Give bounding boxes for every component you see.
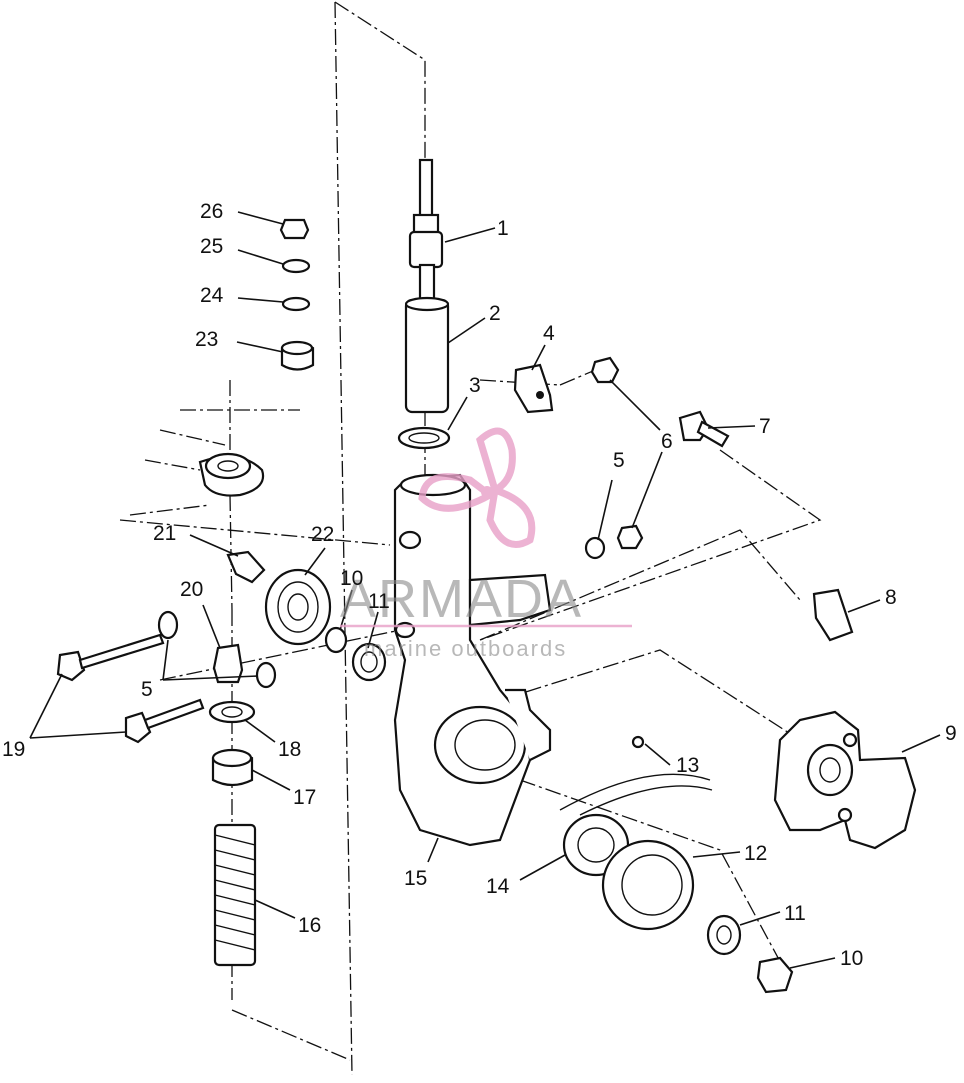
callout-20: 20 <box>180 578 203 601</box>
shock-body-part <box>404 296 450 414</box>
callout-5-left: 5 <box>141 678 153 701</box>
callout-19: 19 <box>2 738 25 761</box>
sensor-part <box>559 735 713 816</box>
watermark: ARMADA marine outboards <box>340 427 632 661</box>
callout-8: 8 <box>885 586 897 609</box>
callout-15: 15 <box>404 867 427 890</box>
caliper-part <box>773 710 917 850</box>
callout-26: 26 <box>200 200 223 223</box>
callout-9: 9 <box>945 722 957 745</box>
callout-23: 23 <box>195 328 218 351</box>
callout-6: 6 <box>661 430 673 453</box>
callout-21: 21 <box>153 522 176 545</box>
fitting-part <box>212 643 244 684</box>
washer-part <box>397 426 451 450</box>
callout-18: 18 <box>278 738 301 761</box>
hub-ring-part <box>601 839 695 931</box>
callout-1: 1 <box>497 217 509 240</box>
nut-10-right-part <box>756 956 794 994</box>
plate-part <box>513 363 554 414</box>
callout-24: 24 <box>200 284 224 307</box>
propeller-logo-icon <box>418 427 536 548</box>
parts <box>56 158 917 994</box>
washer-5-right-part <box>584 536 606 560</box>
callout-14: 14 <box>486 875 510 898</box>
pin-part <box>226 550 266 584</box>
callout-22: 22 <box>311 523 334 546</box>
callout-13: 13 <box>676 754 699 777</box>
small-gear-part <box>324 626 348 654</box>
nut-6-top-part <box>590 356 620 384</box>
callout-2: 2 <box>489 302 501 325</box>
callout-7: 7 <box>759 415 771 438</box>
bearing-part <box>264 568 332 646</box>
callout-12: 12 <box>744 842 767 865</box>
bolt-upper-part <box>56 633 165 682</box>
nut-6-lower-part <box>616 524 644 550</box>
callout-11-right: 11 <box>784 902 806 925</box>
upper-mount-part <box>198 452 265 497</box>
pad-part <box>812 588 854 642</box>
watermark-brand: ARMADA <box>340 569 583 629</box>
spindle-housing-part <box>393 473 552 847</box>
callout-3: 3 <box>469 374 481 397</box>
callout-25: 25 <box>200 235 223 258</box>
callout-11-left: 11 <box>368 590 390 613</box>
spring-part <box>213 823 257 967</box>
washer-18-part <box>208 700 256 724</box>
strut-rod-part <box>408 158 444 312</box>
watermark-tagline: marine outboards <box>364 636 567 661</box>
callout-10-left: 10 <box>340 567 363 590</box>
leader-lines <box>29 211 941 969</box>
callout-16: 16 <box>298 914 321 937</box>
top-mount-stack-part <box>279 218 315 371</box>
callout-17: 17 <box>293 786 316 809</box>
callouts: 1 2 3 4 5 6 7 8 9 10 11 12 13 14 15 16 1… <box>2 200 957 970</box>
washer-11-right-part <box>706 914 742 956</box>
centerlines <box>119 1 822 1076</box>
callout-4: 4 <box>543 322 555 345</box>
callout-5-right: 5 <box>613 449 625 472</box>
washer-left-part <box>157 610 179 640</box>
callout-10-right: 10 <box>840 947 863 970</box>
bolt-lower-part <box>124 698 205 744</box>
